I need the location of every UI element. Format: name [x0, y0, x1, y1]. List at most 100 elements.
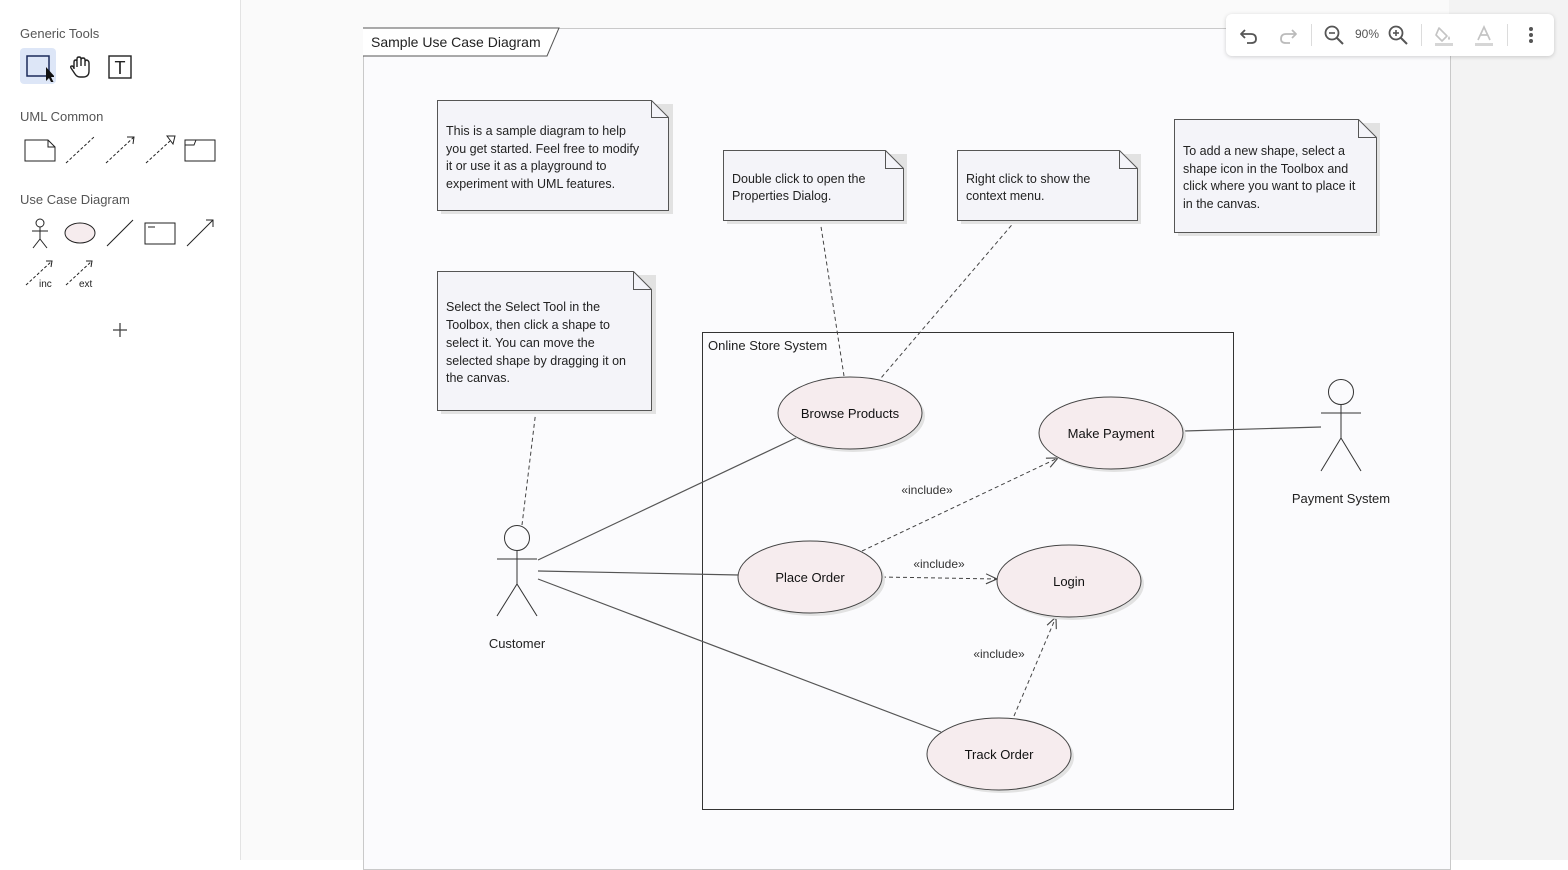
actor-customer[interactable]: Customer [489, 525, 546, 652]
note-tool-button[interactable] [22, 132, 58, 168]
system-boundary-tool-button[interactable] [142, 215, 178, 251]
zoom-out-icon [1324, 25, 1344, 45]
svg-text:T: T [115, 58, 126, 78]
use-case-browse-products[interactable]: Browse Products [777, 376, 925, 452]
plus-icon [113, 323, 127, 337]
diagram-frame-tab [363, 27, 560, 57]
redo-button[interactable] [1273, 21, 1303, 49]
note-anchor-line[interactable] [521, 409, 537, 526]
association-tool-button[interactable] [102, 215, 138, 251]
toolbox-section-title-generic: Generic Tools [20, 26, 100, 41]
toolbox-section-title-use-case: Use Case Diagram [20, 192, 130, 207]
fill-color-button[interactable] [1429, 21, 1459, 49]
text-color-icon [1475, 24, 1493, 46]
ellipse-icon [64, 222, 96, 244]
anchor-line-tool-button[interactable] [62, 132, 98, 168]
select-tool-button[interactable] [20, 48, 56, 84]
toolbox-panel: Generic Tools T UML Common [0, 0, 241, 860]
note-right-click-text: Right click to show the context menu. [966, 172, 1094, 203]
pan-tool-button[interactable] [62, 48, 98, 84]
canvas-margin [1449, 0, 1568, 860]
diagram-canvas[interactable]: Sample Use Case Diagram Online Store Sys… [241, 0, 1568, 870]
note-anchor-line[interactable] [819, 219, 845, 377]
note-anchor-line[interactable] [880, 219, 1017, 379]
use-case-label: Login [1053, 574, 1085, 589]
dependency-arrow-icon [105, 136, 135, 164]
note-intro[interactable]: This is a sample diagram to help you get… [437, 100, 674, 215]
hand-icon [69, 56, 90, 78]
view-toolbar: 90% [1226, 14, 1554, 56]
zoom-in-icon [1388, 25, 1408, 45]
zoom-in-button[interactable] [1383, 21, 1413, 49]
system-boundary[interactable] [702, 332, 1234, 810]
more-options-button[interactable] [1516, 21, 1546, 49]
dependency-tool-button[interactable] [102, 132, 138, 168]
include-place-order-login[interactable] [881, 573, 999, 585]
note-select-tool-text: Select the Select Tool in the Toolbox, t… [446, 300, 629, 385]
toolbar-separator [1421, 24, 1422, 46]
svg-text:inc: inc [39, 279, 52, 290]
include-place-order-make-payment[interactable] [861, 457, 1060, 552]
association-make-payment-payment-system[interactable] [1183, 426, 1322, 432]
note-double-click-text: Double click to open the Properties Dial… [732, 172, 869, 203]
use-case-place-order[interactable]: Place Order [737, 540, 885, 616]
actor-payment-system[interactable]: Payment System [1292, 379, 1390, 507]
association-customer-place-order[interactable] [537, 570, 740, 576]
extend-arrow-icon: ext [65, 260, 93, 290]
redo-icon [1280, 29, 1297, 44]
note-right-click[interactable]: Right click to show the context menu. [957, 150, 1142, 225]
note-intro-text: This is a sample diagram to help you get… [446, 124, 643, 191]
note-add-shape-text: To add a new shape, select a shape icon … [1183, 144, 1359, 211]
undo-icon [1240, 29, 1257, 44]
use-case-label: Make Payment [1068, 426, 1155, 441]
association-customer-browse-products[interactable] [537, 436, 799, 561]
use-case-label: Track Order [965, 747, 1035, 762]
use-case-label: Place Order [775, 570, 845, 585]
toolbar-separator [1507, 24, 1508, 46]
text-tool-icon: T [108, 55, 132, 79]
actor-icon [32, 218, 48, 249]
note-add-shape[interactable]: To add a new shape, select a shape icon … [1174, 119, 1381, 237]
boundary-icon [144, 222, 176, 245]
use-case-login[interactable]: Login [996, 544, 1144, 620]
use-case-make-payment[interactable]: Make Payment [1038, 396, 1186, 472]
add-shape-library-button[interactable] [104, 314, 136, 346]
include-tool-button[interactable]: inc [22, 256, 58, 292]
include-label: «include» [973, 647, 1025, 661]
actor-tool-button[interactable] [22, 215, 58, 251]
realization-tool-button[interactable] [142, 132, 178, 168]
line-icon [106, 219, 134, 247]
svg-text:ext: ext [79, 279, 93, 290]
actor-label: Payment System [1292, 491, 1390, 506]
actor-label: Customer [489, 636, 546, 651]
generalization-tool-button[interactable] [182, 215, 218, 251]
more-vert-icon [1529, 27, 1533, 43]
fill-color-icon [1435, 27, 1453, 46]
association-customer-track-order[interactable] [537, 578, 942, 733]
frame-icon [184, 139, 216, 162]
note-select-tool[interactable]: Select the Select Tool in the Toolbox, t… [437, 271, 657, 415]
arrow-line-icon [186, 219, 214, 247]
note-double-click[interactable]: Double click to open the Properties Dial… [723, 150, 908, 225]
select-tool-icon [26, 55, 54, 82]
extend-tool-button[interactable]: ext [62, 256, 98, 292]
dashed-line-icon [65, 136, 95, 164]
zoom-out-button[interactable] [1319, 21, 1349, 49]
use-case-tool-button[interactable] [62, 215, 98, 251]
realization-arrow-icon [145, 135, 176, 164]
include-track-order-login[interactable] [1013, 615, 1057, 717]
include-arrow-icon: inc [25, 260, 53, 290]
include-label: «include» [901, 483, 953, 497]
frame-tool-button[interactable] [182, 132, 218, 168]
diagram-title: Sample Use Case Diagram [371, 34, 541, 50]
undo-button[interactable] [1234, 21, 1264, 49]
toolbar-separator [1311, 24, 1312, 46]
text-tool-button[interactable]: T [102, 48, 138, 84]
use-case-label: Browse Products [801, 406, 900, 421]
note-icon [24, 139, 56, 162]
text-color-button[interactable] [1469, 21, 1499, 49]
system-boundary-label: Online Store System [708, 338, 827, 353]
zoom-level-indicator: 90% [1354, 27, 1380, 41]
diagram-svg[interactable]: Sample Use Case Diagram Online Store Sys… [241, 0, 1568, 860]
use-case-track-order[interactable]: Track Order [926, 717, 1074, 793]
